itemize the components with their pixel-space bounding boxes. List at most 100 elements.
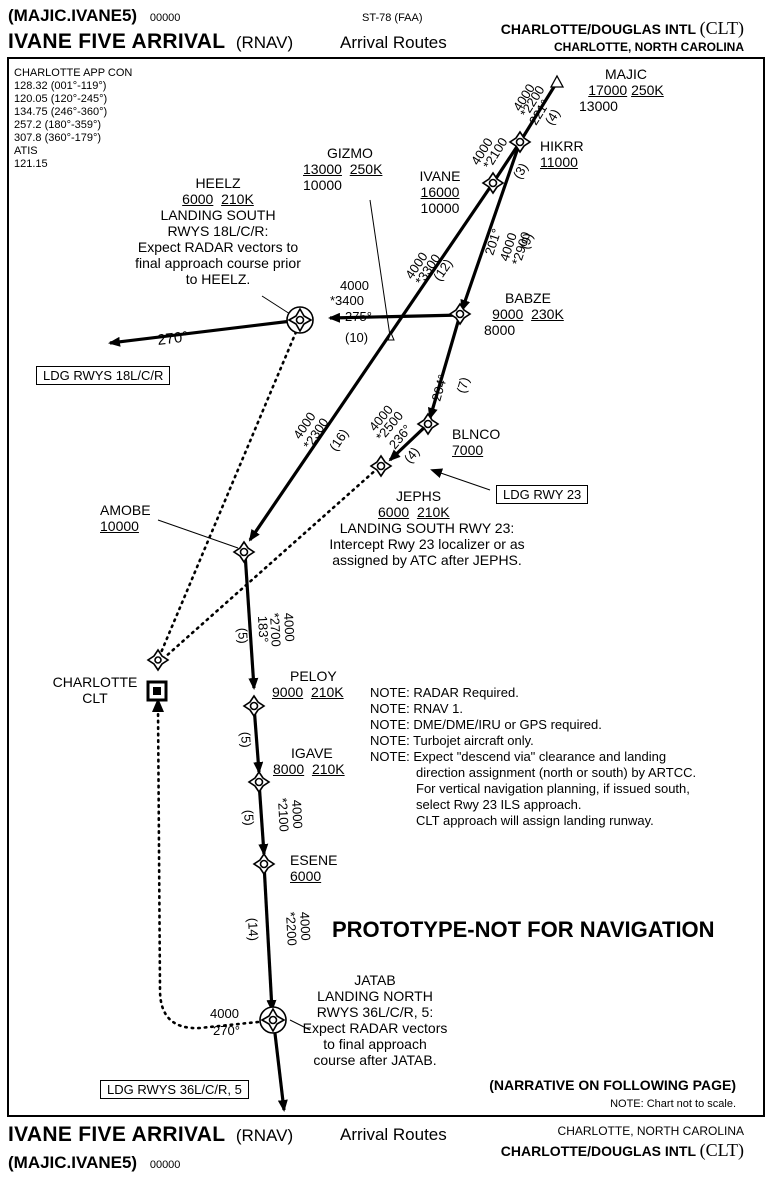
ldg23-leader bbox=[430, 468, 491, 491]
peloy-speed: 210K bbox=[310, 684, 344, 700]
footer-title: IVANE FIVE ARRIVAL (RNAV) bbox=[8, 1123, 293, 1147]
babze-blnco-course: 204° bbox=[428, 373, 450, 403]
leg-esene-jatab bbox=[262, 863, 277, 1012]
heelz-note-4: final approach course prior bbox=[135, 255, 301, 271]
gizmo-triangle bbox=[387, 331, 395, 341]
babze-heelz-mea: *3400 bbox=[330, 293, 364, 308]
esene-jatab-dist: (14) bbox=[245, 917, 261, 941]
igave-esene-dist: (5) bbox=[241, 809, 257, 826]
header-airport-name: CHARLOTTE/DOUGLAS INTL bbox=[500, 21, 696, 37]
footer-airport-id: (CLT) bbox=[699, 1140, 744, 1160]
jephs-alt: 6000 bbox=[378, 504, 410, 520]
leg-majic-hikrr bbox=[518, 81, 559, 143]
hikrr-babze-dist: (9) bbox=[517, 231, 536, 251]
amobe-peloy-mea: *2700 bbox=[267, 612, 284, 647]
blnco-alt: 7000 bbox=[452, 442, 484, 458]
majic-alt-top: 17000 bbox=[588, 82, 628, 98]
majic-speed: 250K bbox=[631, 82, 664, 98]
notes-block: NOTE: RADAR Required. NOTE: RNAV 1. NOTE… bbox=[370, 685, 696, 829]
jephs-note-2: Intercept Rwy 23 localizer or as bbox=[329, 536, 525, 552]
gizmo-speed: 250K bbox=[349, 161, 383, 177]
footer-title-text: IVANE FIVE ARRIVAL bbox=[8, 1123, 226, 1146]
leg-blnco-jephs bbox=[388, 422, 430, 462]
ldg-rwys-36-box: LDG RWYS 36L/C/R, 5 bbox=[100, 1080, 249, 1099]
clt-waypoint bbox=[146, 648, 170, 672]
heelz-note-2: RWYS 18L/C/R: bbox=[167, 223, 269, 239]
header-airport-id: (CLT) bbox=[699, 18, 744, 38]
header-airport: CHARLOTTE/DOUGLAS INTL (CLT) bbox=[501, 18, 744, 39]
ldg-rwys-18-box: LDG RWYS 18L/C/R bbox=[36, 366, 171, 385]
heelz-note-1: LANDING SOUTH bbox=[160, 207, 276, 223]
header-title-suffix: (RNAV) bbox=[235, 33, 294, 52]
note-6: direction assignment (north or south) by… bbox=[416, 765, 697, 780]
header-code-num: 00000 bbox=[149, 12, 181, 24]
jephs-note-3: assigned by ATC after JEPHS. bbox=[332, 552, 522, 568]
amobe-waypoint bbox=[232, 540, 256, 564]
charlotte-id: CLT bbox=[82, 690, 108, 706]
heelz-note-3: Expect RADAR vectors to bbox=[137, 239, 299, 255]
jephs-waypoint bbox=[369, 454, 393, 478]
fix-blnco: BLNCO 7000 bbox=[452, 426, 500, 458]
blnco-name: BLNCO bbox=[452, 426, 501, 442]
babze-heelz-dist: (10) bbox=[345, 330, 368, 345]
note-2: NOTE: RNAV 1. bbox=[370, 701, 463, 716]
fix-jephs: JEPHS 6000 210K LANDING SOUTH RWY 23: In… bbox=[312, 488, 542, 568]
chart-frame bbox=[7, 57, 765, 1117]
ldg-rwy-23-box: LDG RWY 23 bbox=[496, 485, 589, 504]
babze-waypoint bbox=[448, 302, 472, 326]
footer-title-suffix: (RNAV) bbox=[235, 1126, 294, 1145]
jatab-out-course: 270° bbox=[213, 1023, 240, 1038]
majic-triangle bbox=[549, 74, 565, 88]
esene-jatab-mea: *2200 bbox=[283, 911, 300, 946]
igave-esene-mea: *2100 bbox=[275, 797, 292, 832]
fix-heelz: HEELZ 6000 210K LANDING SOUTH RWYS 18L/C… bbox=[108, 175, 328, 287]
comms-atis-label: ATIS bbox=[14, 145, 38, 157]
jatab-leader bbox=[289, 1019, 311, 1031]
jatab-note-3: Expect RADAR vectors bbox=[302, 1020, 448, 1036]
dotted-arrowhead bbox=[152, 698, 164, 712]
leg-ivane-amobe bbox=[248, 182, 495, 542]
note-8: select Rwy 23 ILS approach. bbox=[416, 797, 582, 812]
leg-hikrr-ivane bbox=[491, 141, 522, 184]
esene-alt: 6000 bbox=[290, 868, 322, 884]
note-4: NOTE: Turbojet aircraft only. bbox=[370, 733, 534, 748]
leg-babze-heelz bbox=[328, 312, 463, 323]
igave-waypoint bbox=[247, 770, 271, 794]
babze-alt-bottom: 8000 bbox=[484, 322, 516, 338]
footer-code-left: (MAJIC.IVANE5) bbox=[8, 1153, 138, 1172]
hikrr-ivane-dist: (3) bbox=[510, 160, 531, 181]
prototype-banner: PROTOTYPE-NOT FOR NAVIGATION bbox=[332, 917, 715, 942]
jatab-name: JATAB bbox=[354, 972, 396, 988]
jephs-name: JEPHS bbox=[396, 488, 442, 504]
amobe-name: AMOBE bbox=[100, 502, 151, 518]
scale-note: NOTE: Chart not to scale. bbox=[610, 1098, 736, 1110]
header-code: (MAJIC.IVANE5) 00000 bbox=[8, 6, 180, 26]
charlotte-name: CHARLOTTE bbox=[52, 674, 138, 690]
jephs-note-1: LANDING SOUTH RWY 23: bbox=[339, 520, 515, 536]
fix-igave: IGAVE 8000 210K bbox=[273, 745, 345, 777]
comms-block: CHARLOTTE APP CON 128.32 (001°-119°) 120… bbox=[14, 67, 132, 171]
fix-ivane: IVANE 16000 10000 bbox=[412, 168, 468, 216]
comms-freq-5: 307.8 (360°-179°) bbox=[14, 132, 102, 144]
amobe-leader bbox=[157, 519, 239, 549]
note-5: NOTE: Expect "descend via" clearance and… bbox=[370, 749, 667, 764]
ivane-name: IVANE bbox=[419, 168, 461, 184]
note-9: CLT approach will assign landing runway. bbox=[416, 813, 654, 828]
footer-center-sub: Arrival Routes bbox=[340, 1125, 447, 1144]
jatab-note-4: to final approach bbox=[323, 1036, 427, 1052]
babze-speed: 230K bbox=[531, 306, 564, 322]
amobe-peloy-alt: 4000 bbox=[281, 612, 297, 642]
igave-esene-alt: 4000 bbox=[289, 799, 305, 829]
comms-title: CHARLOTTE APP CON bbox=[14, 67, 133, 79]
dotted-jephs-clt bbox=[162, 466, 380, 660]
fix-peloy: PELOY 9000 210K bbox=[272, 668, 344, 700]
fix-jatab: JATAB LANDING NORTH RWYS 36L/C/R, 5: Exp… bbox=[300, 972, 450, 1068]
gizmo-alt-bottom: 10000 bbox=[303, 177, 342, 193]
narrative-note: (NARRATIVE ON FOLLOWING PAGE) bbox=[489, 1077, 736, 1093]
fix-charlotte: CHARLOTTE CLT bbox=[50, 674, 140, 706]
babze-name: BABZE bbox=[505, 290, 551, 306]
header-city: CHARLOTTE, NORTH CAROLINA bbox=[554, 40, 744, 54]
leg-jatab-out bbox=[272, 1024, 288, 1112]
ivane-alt-top: 16000 bbox=[420, 184, 460, 200]
header-title: IVANE FIVE ARRIVAL (RNAV) bbox=[8, 30, 293, 54]
